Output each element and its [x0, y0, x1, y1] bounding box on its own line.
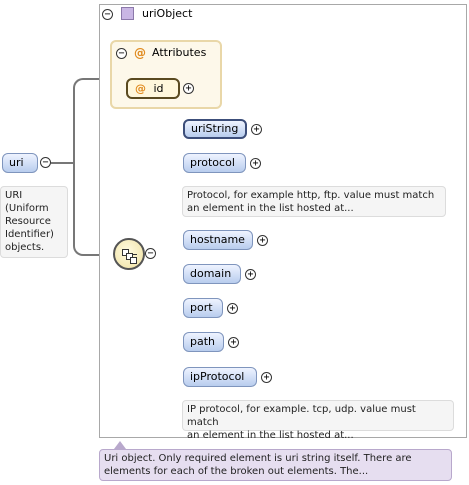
- element-protocol[interactable]: protocol: [183, 153, 246, 173]
- type-doc-pointer: [114, 441, 126, 449]
- root-documentation: URI (Uniform Resource Identifier) object…: [0, 186, 68, 258]
- root-doc-line: objects.: [5, 242, 45, 253]
- sequence-glyph-node: [126, 253, 133, 260]
- ipProtocol-doc-line: an element in the list hosted at...: [187, 430, 354, 441]
- element-label: port: [190, 301, 213, 314]
- element-uriString[interactable]: uriString: [183, 119, 247, 139]
- element-expand-toggle[interactable]: +: [257, 235, 268, 246]
- element-domain[interactable]: domain: [183, 264, 241, 284]
- type-doc-line: Uri object. Only required element is uri…: [104, 453, 412, 464]
- type-documentation: Uri object. Only required element is uri…: [99, 449, 452, 481]
- attributes-label: Attributes: [152, 46, 207, 59]
- element-expand-toggle[interactable]: +: [250, 158, 261, 169]
- element-ipProtocol[interactable]: ipProtocol: [183, 367, 257, 387]
- sequence-glyph-node: [122, 249, 129, 256]
- connector-root: [51, 162, 73, 164]
- element-hostname[interactable]: hostname: [183, 230, 253, 250]
- element-expand-toggle[interactable]: +: [228, 337, 239, 348]
- connector-sequence-branch: [73, 162, 117, 256]
- at-sign-icon: @: [135, 82, 146, 95]
- sequence-glyph-node: [130, 257, 137, 264]
- attribute-id-label: id: [153, 82, 164, 95]
- element-label: uriString: [191, 122, 239, 135]
- protocol-documentation: Protocol, for example http, ftp. value m…: [182, 186, 446, 217]
- protocol-doc-line: Protocol, for example http, ftp. value m…: [187, 190, 435, 201]
- type-doc-line: elements for each of the broken out elem…: [104, 466, 369, 477]
- root-doc-line: Identifier): [5, 229, 54, 240]
- protocol-doc-line: an element in the list hosted at...: [187, 203, 354, 214]
- attributes-group: [110, 40, 222, 109]
- element-label: protocol: [190, 156, 235, 169]
- root-collapse-toggle[interactable]: −: [40, 157, 51, 168]
- type-collapse-toggle[interactable]: −: [102, 9, 113, 20]
- attribute-id[interactable]: @ id: [126, 78, 180, 99]
- sequence-compositor-icon[interactable]: [113, 238, 145, 270]
- element-expand-toggle[interactable]: +: [261, 372, 272, 383]
- connector-attributes-branch: [73, 78, 115, 164]
- ipProtocol-documentation: IP protocol, for example. tcp, udp. valu…: [182, 400, 454, 441]
- element-port[interactable]: port: [183, 298, 223, 318]
- element-label: domain: [190, 267, 232, 280]
- root-doc-line: (Uniform: [5, 203, 49, 214]
- element-label: hostname: [190, 233, 245, 246]
- type-name: uriObject: [142, 7, 193, 20]
- element-expand-toggle[interactable]: +: [227, 303, 238, 314]
- root-element-uri[interactable]: uri: [2, 153, 38, 173]
- attribute-expand-toggle[interactable]: +: [183, 83, 194, 94]
- attributes-collapse-toggle[interactable]: −: [116, 48, 127, 59]
- ipProtocol-doc-line: IP protocol, for example. tcp, udp. valu…: [187, 404, 416, 428]
- root-doc-line: URI: [5, 190, 23, 201]
- purple-square-icon: [121, 7, 134, 20]
- element-label: ipProtocol: [190, 370, 245, 383]
- root-doc-line: Resource: [5, 216, 51, 227]
- element-label: path: [190, 335, 216, 348]
- at-sign-icon: @: [134, 46, 146, 60]
- root-element-label: uri: [9, 156, 24, 169]
- sequence-collapse-toggle[interactable]: −: [145, 248, 156, 259]
- element-expand-toggle[interactable]: +: [245, 269, 256, 280]
- element-path[interactable]: path: [183, 332, 224, 352]
- element-expand-toggle[interactable]: +: [251, 124, 262, 135]
